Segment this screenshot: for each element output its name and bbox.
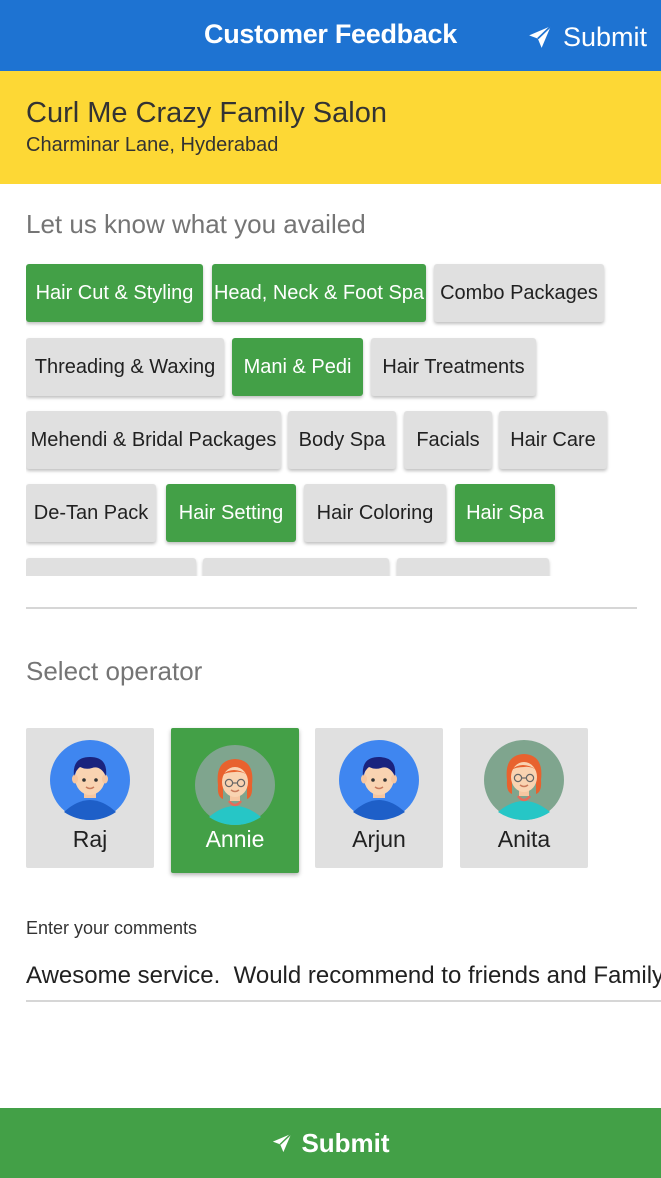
male-avatar-icon — [339, 740, 419, 820]
salon-banner: Curl Me Crazy Family Salon Charminar Lan… — [0, 71, 661, 184]
page-title: Customer Feedback — [204, 19, 457, 49]
service-chip[interactable]: Body Spa — [288, 411, 396, 469]
comments-label: Enter your comments — [26, 918, 198, 938]
service-chip[interactable]: Threading & Waxing — [26, 338, 224, 396]
salon-address: Charminar Lane, Hyderabad — [26, 134, 279, 156]
operator-card[interactable]: Anita — [460, 728, 588, 868]
services-heading: Let us know what you availed — [26, 209, 366, 239]
send-icon — [273, 1133, 293, 1153]
operator-name: Arjun — [352, 826, 406, 852]
service-chip[interactable]: Hair Spa — [455, 484, 555, 542]
service-chip[interactable]: Combo Packages — [434, 264, 604, 322]
operator-name: Annie — [205, 826, 265, 852]
service-chip[interactable]: Hair Cut & Styling — [26, 264, 203, 322]
service-chip[interactable]: Hair Coloring — [304, 484, 446, 542]
app-bar: Customer Feedback Submit — [0, 0, 661, 71]
operator-card[interactable]: Raj — [26, 728, 154, 868]
services-chip-list[interactable]: Hair Cut & Styling Head, Neck & Foot Spa… — [26, 262, 646, 576]
send-icon — [527, 24, 553, 50]
operator-card[interactable]: Annie — [171, 728, 299, 873]
comments-input[interactable] — [26, 952, 661, 1002]
service-chip[interactable]: Hair Care — [499, 411, 607, 469]
appbar-submit-label: Submit — [562, 21, 647, 52]
service-chip[interactable]: Head, Neck & Foot Spa — [212, 264, 426, 322]
service-chip[interactable]: Mehendi & Bridal Packages — [26, 411, 281, 469]
bottom-submit-button[interactable]: Submit — [0, 1108, 661, 1178]
service-chip[interactable]: Hair Setting — [166, 484, 296, 542]
male-avatar-icon — [50, 740, 130, 820]
service-chip-clipped[interactable] — [397, 558, 549, 576]
service-chip[interactable]: Facials — [404, 411, 492, 469]
service-chip[interactable]: De-Tan Pack — [26, 484, 156, 542]
female-avatar-icon — [195, 745, 275, 825]
operator-name: Raj — [72, 826, 108, 852]
bottom-submit-label: Submit — [301, 1127, 390, 1158]
service-chip[interactable]: Hair Treatments — [371, 338, 536, 396]
female-avatar-icon — [484, 740, 564, 820]
operator-name: Anita — [497, 826, 551, 852]
service-chip-clipped[interactable] — [203, 558, 389, 576]
service-chip-clipped[interactable] — [26, 558, 196, 576]
operator-card[interactable]: Arjun — [315, 728, 443, 868]
section-divider — [26, 607, 637, 609]
salon-name: Curl Me Crazy Family Salon — [26, 97, 387, 129]
appbar-submit-button[interactable]: Submit — [527, 20, 647, 54]
service-chip[interactable]: Mani & Pedi — [232, 338, 363, 396]
operators-heading: Select operator — [26, 656, 203, 686]
